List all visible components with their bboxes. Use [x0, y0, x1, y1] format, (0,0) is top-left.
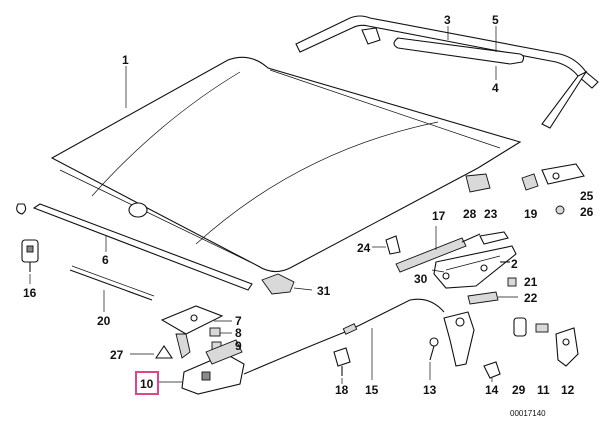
part-label-4: 4 — [492, 81, 499, 95]
screw-21[interactable] — [507, 277, 517, 287]
release-lever[interactable] — [429, 311, 475, 367]
part-label-13: 13 — [423, 383, 437, 397]
cable-clip[interactable] — [333, 347, 351, 376]
part-label-11: 11 — [537, 383, 550, 397]
part-label-30: 30 — [414, 272, 428, 286]
part-label-5: 5 — [492, 13, 499, 27]
bolt-11[interactable] — [535, 323, 549, 333]
support-rod[interactable] — [69, 265, 155, 301]
part-label-8: 8 — [235, 326, 242, 340]
part-label-9: 9 — [235, 339, 242, 353]
part-label-31: 31 — [317, 284, 331, 298]
part-label-29: 29 — [512, 383, 526, 397]
hinge-bracket[interactable] — [541, 163, 585, 185]
part-label-24: 24 — [357, 241, 371, 255]
document-id: 00017140 — [510, 409, 546, 418]
seal-clip[interactable] — [361, 27, 381, 45]
front-seal-strip[interactable] — [16, 203, 253, 291]
seal-strip-inner[interactable] — [393, 37, 525, 65]
leader-31 — [293, 287, 313, 291]
seal-strip-upper[interactable] — [295, 15, 599, 129]
part-label-26: 26 — [580, 205, 594, 219]
retainer-24[interactable] — [385, 235, 401, 255]
bolt-26[interactable] — [555, 205, 565, 215]
bowden-cable[interactable] — [243, 298, 445, 375]
leader-30 — [431, 269, 445, 273]
part-label-12: 12 — [561, 383, 575, 397]
part-label-10: 10 — [140, 377, 154, 391]
bolt-8[interactable] — [209, 327, 221, 337]
part-label-18: 18 — [335, 383, 349, 397]
part-label-3: 3 — [444, 13, 451, 27]
part-label-23: 23 — [484, 207, 498, 221]
spacer-28[interactable] — [465, 173, 491, 193]
hood-pad[interactable] — [261, 273, 295, 295]
part-label-2: 2 — [511, 257, 518, 271]
hinge[interactable] — [433, 245, 517, 289]
part-label-1: 1 — [122, 53, 129, 67]
part-label-15: 15 — [365, 383, 379, 397]
slide-bar[interactable] — [467, 291, 499, 305]
part-label-6: 6 — [102, 253, 109, 267]
part-label-22: 22 — [524, 291, 538, 305]
part-label-21: 21 — [524, 275, 538, 289]
highlight-box — [135, 371, 159, 395]
hinge-pin[interactable] — [555, 327, 579, 367]
bushing-29[interactable] — [513, 317, 527, 337]
stop-19[interactable] — [521, 173, 539, 191]
part-label-7: 7 — [235, 314, 242, 328]
hood-panel[interactable] — [50, 56, 522, 273]
part-label-27: 27 — [110, 348, 124, 362]
part-label-17: 17 — [432, 209, 446, 223]
grommet-14[interactable] — [483, 361, 501, 379]
bumper-stop[interactable] — [21, 239, 39, 272]
part-label-20: 20 — [97, 314, 111, 328]
gas-strut[interactable] — [395, 233, 481, 273]
part-label-25: 25 — [580, 189, 594, 203]
part-label-28: 28 — [463, 207, 477, 221]
part-label-16: 16 — [23, 286, 37, 300]
plug-27[interactable] — [154, 345, 174, 359]
part-label-14: 14 — [485, 383, 499, 397]
bracket-23[interactable] — [479, 231, 509, 245]
part-label-19: 19 — [524, 207, 538, 221]
hood-lock[interactable] — [181, 339, 245, 395]
lock-bracket[interactable] — [160, 305, 224, 359]
